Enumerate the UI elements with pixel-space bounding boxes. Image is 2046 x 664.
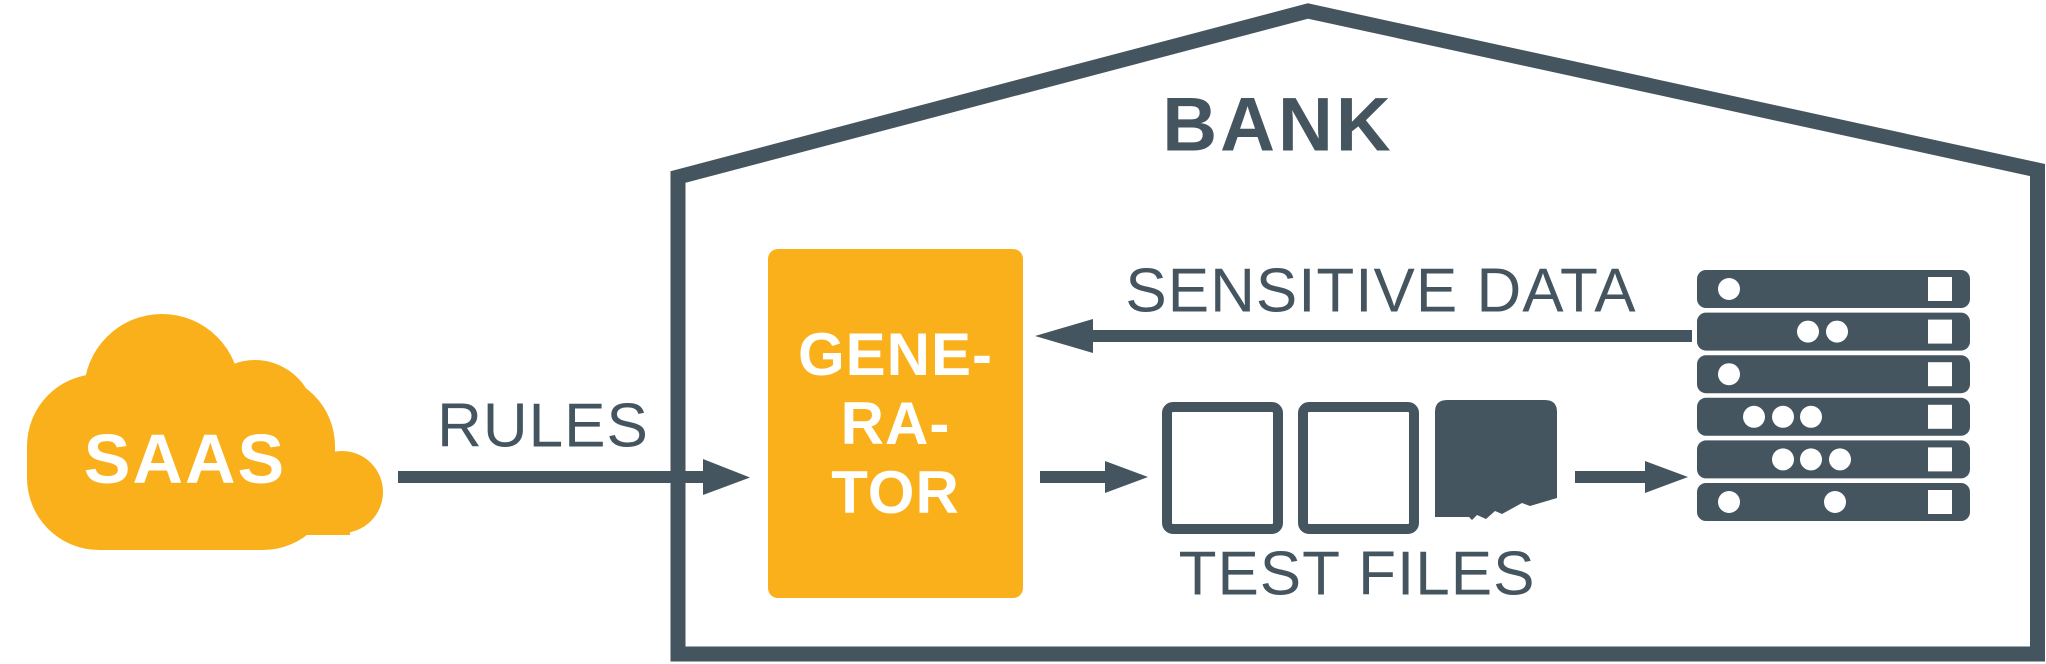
- generator-label-line3: TOR: [831, 459, 960, 526]
- server-led-dot: [1718, 491, 1740, 513]
- blank-document-icon: [1162, 402, 1283, 534]
- server-led-dot: [1772, 448, 1794, 471]
- server-led-dot: [1797, 320, 1819, 343]
- cloud-icon: [27, 314, 383, 550]
- server-led-dot: [1829, 448, 1851, 471]
- server-led-dot: [1800, 405, 1822, 428]
- server-unit-row: [1697, 483, 1970, 521]
- server-led-dot: [1718, 363, 1740, 386]
- test-files-arrow: [1575, 461, 1688, 493]
- server-led-dot: [1718, 278, 1740, 300]
- server-port-square: [1928, 319, 1952, 344]
- server-port-square: [1928, 447, 1952, 472]
- generator-label: GENE- RA- TOR: [768, 249, 1023, 598]
- server-led-dot: [1772, 405, 1794, 428]
- server-port-square: [1928, 362, 1952, 387]
- generator-output-arrow: [1040, 461, 1148, 493]
- server-unit-row: [1697, 270, 1970, 308]
- server-port-square: [1928, 277, 1952, 301]
- server-unit-row: [1697, 397, 1970, 436]
- server-led-dot: [1743, 405, 1765, 428]
- server-unit-row: [1697, 355, 1970, 394]
- test-files-label: TEST FILES: [1178, 539, 1536, 609]
- server-port-square: [1928, 490, 1952, 514]
- rules-label: RULES: [437, 391, 649, 461]
- server-led-dot: [1824, 491, 1846, 513]
- generator-box: [768, 249, 1023, 598]
- server-led-dot: [1800, 448, 1822, 471]
- saas-label: SAAS: [83, 420, 287, 498]
- server-unit-row: [1697, 440, 1970, 479]
- generator-label-line1: GENE-: [797, 321, 994, 388]
- rules-arrow: [398, 459, 750, 495]
- sensitive-data-label: SENSITIVE DATA: [1125, 256, 1637, 326]
- blank-document-icon: [1298, 402, 1419, 534]
- server-rack-icon: [1697, 270, 1970, 521]
- server-unit-row: [1697, 312, 1970, 351]
- generator-label-line2: RA-: [840, 390, 951, 457]
- torn-document-icon: [1430, 400, 1567, 541]
- sensitive-data-arrow: [1035, 319, 1692, 353]
- server-led-dot: [1826, 320, 1848, 343]
- bank-building-outline: [670, 3, 2045, 662]
- bank-label: BANK: [1162, 82, 1394, 168]
- server-port-square: [1928, 404, 1952, 429]
